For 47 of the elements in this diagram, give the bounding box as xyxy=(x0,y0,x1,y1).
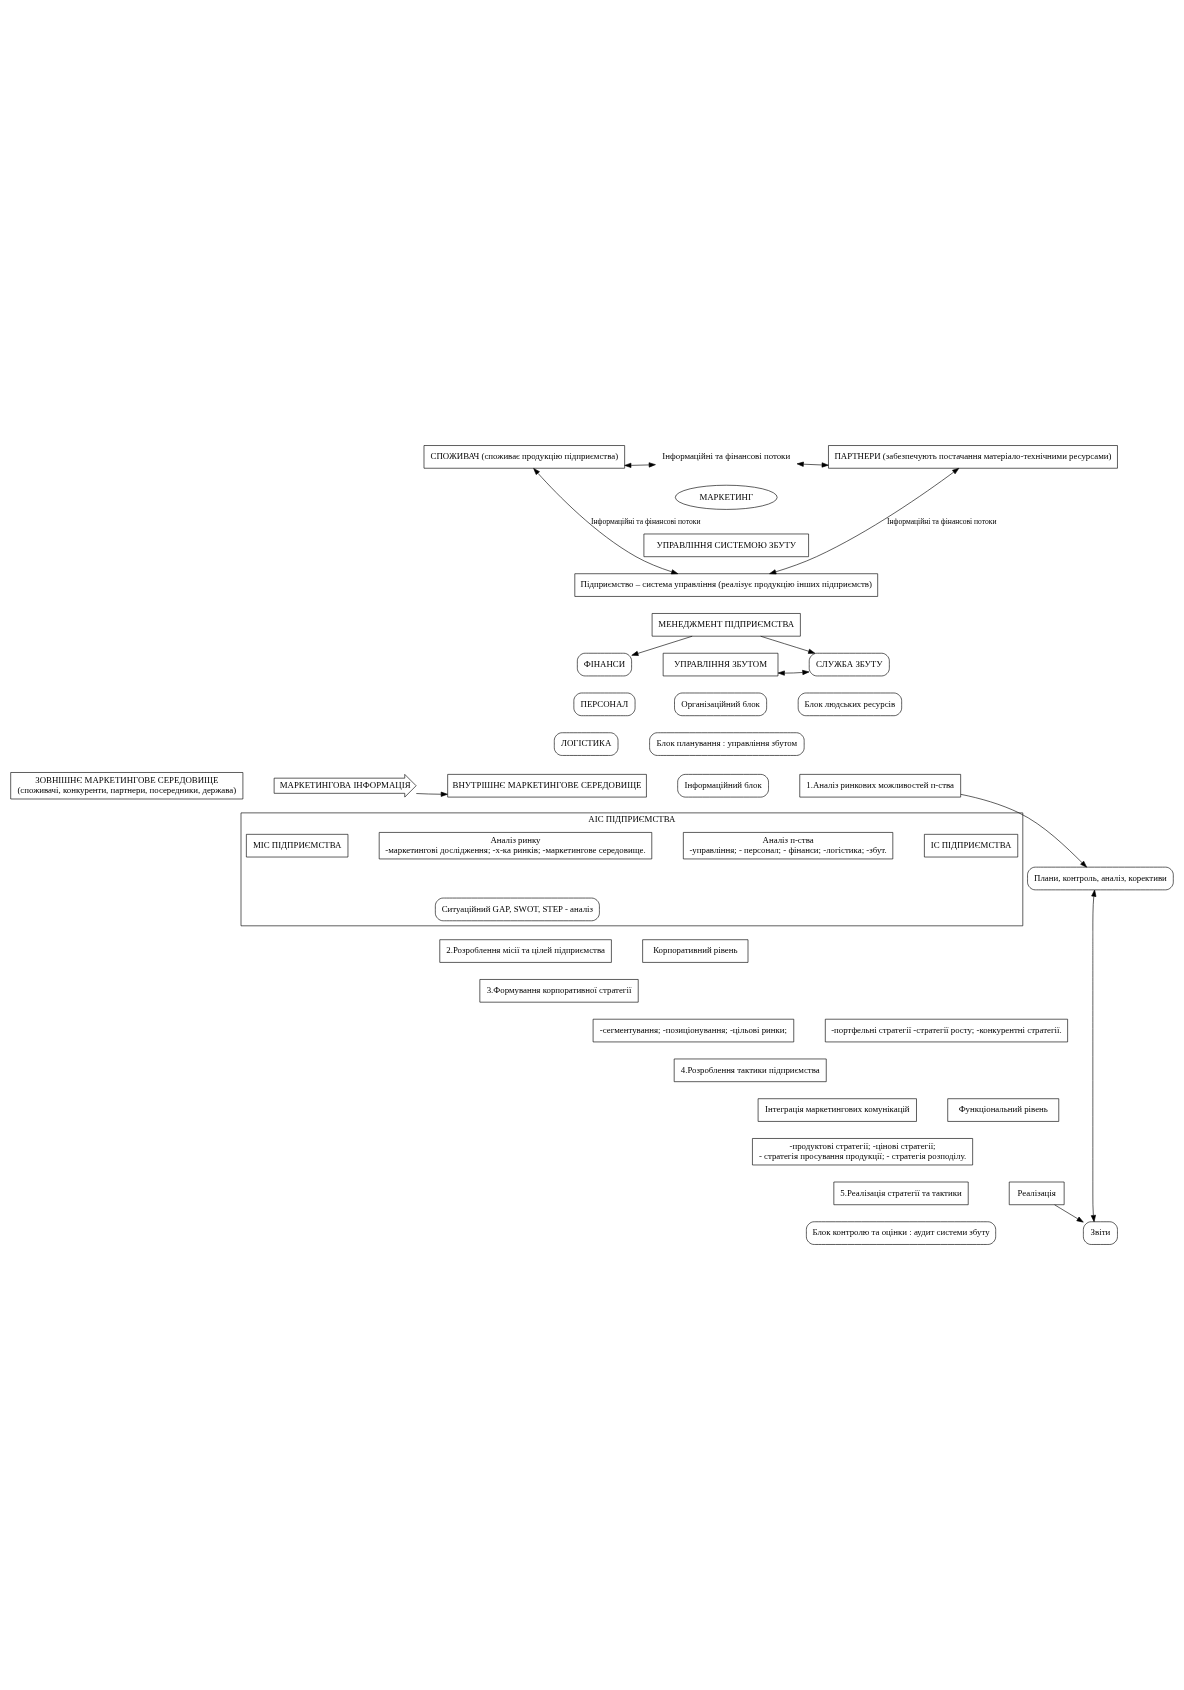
arrow xyxy=(416,791,448,797)
arrow xyxy=(1054,1204,1084,1223)
arrow xyxy=(624,462,656,468)
node-box: МІС ПІДПРИЄМСТВА xyxy=(246,834,349,858)
node-box: Блок планування : управління збутом xyxy=(649,732,805,756)
node-box: МЕНЕДЖМЕНТ ПІДПРИЄМСТВА xyxy=(651,613,801,637)
node-box: ІС ПІДПРИЄМСТВА xyxy=(924,834,1019,858)
node-box: 5.Реалізація стратегії та тактики xyxy=(833,1181,969,1206)
node-box: Інтеграція маркетингових комунікацій xyxy=(757,1098,917,1122)
node-box: Аналіз ринку -маркетингові дослідження; -х-ка ринків; -маркетингове середовище. xyxy=(378,832,653,860)
node-box: УПРАВЛІННЯ ЗБУТОМ xyxy=(662,652,779,677)
node-box: Звіти xyxy=(1083,1221,1118,1245)
node-box: Корпоративний рівень xyxy=(642,939,749,963)
node-ellipse: МАРКЕТИНГ xyxy=(675,484,778,510)
node-box: ФІНАНСИ xyxy=(577,652,632,677)
node-box: -сегментування; -позиціонування; -цільові ринки; xyxy=(592,1018,795,1043)
arrow xyxy=(796,461,829,468)
node-box: Функціональний рівень xyxy=(947,1098,1060,1122)
arrow xyxy=(1090,889,1097,1222)
node-box: Блок людських ресурсів xyxy=(797,692,902,716)
node-box: 3.Формування корпоративної стратегії xyxy=(479,979,639,1003)
arrow xyxy=(533,468,679,575)
node-box: ПЕРСОНАЛ xyxy=(573,692,636,716)
node-box: -продуктові стратегії; -цінові стратегії; - стратегія просування продукції; - стратегія розподілу. xyxy=(752,1138,973,1166)
node-box: 1.Аналіз ринкових можливостей п-ства xyxy=(799,774,961,798)
node-box: 2.Розроблення місії та цілей підприємства xyxy=(439,939,612,963)
node-box: Аналіз п-ства -управління; - персонал; - фінанси; -логістика; -збут. xyxy=(683,832,894,860)
arrow xyxy=(769,468,960,575)
node-box: СПОЖИВАЧ (споживає продукцію підприємства) xyxy=(423,445,625,469)
node-box: Організаційний блок xyxy=(674,692,767,716)
arrow xyxy=(777,669,810,676)
node-box: ПАРТНЕРИ (забезпечують постачання матеріало-технічними ресурсами) xyxy=(828,445,1118,469)
node-box: Ситуаційний GAP, SWOT, STEP - аналіз xyxy=(435,897,600,922)
node-box: ВНУТРІШНЄ МАРКЕТИНГОВЕ СЕРЕДОВИЩЕ xyxy=(447,774,647,798)
node-box: Підприємство – система управління (реалізує продукцію інших підприємств) xyxy=(574,573,878,597)
node-box: Інформаційний блок xyxy=(677,774,769,798)
node-box: ЗОВНІШНЄ МАРКЕТИНГОВЕ СЕРЕДОВИЩЕ (споживачі, конкуренти, партнери, посередники, держава) xyxy=(10,772,244,800)
arrow xyxy=(960,794,1087,868)
node-box: -портфельні стратегії -стратегії росту; -конкурентні стратегії. xyxy=(825,1018,1068,1043)
node-box: Блок контролю та оцінки : аудит системи збуту xyxy=(806,1221,996,1245)
node-box: УПРАВЛІННЯ СИСТЕМОЮ ЗБУТУ xyxy=(643,533,809,557)
node-box: Реалізація xyxy=(1008,1181,1065,1206)
node-box: ЛОГІСТИКА xyxy=(554,732,619,756)
node-text: Інформаційні та фінансові потоки xyxy=(662,451,791,462)
node-box: СЛУЖБА ЗБУТУ xyxy=(808,652,890,677)
node-box: 4.Розроблення тактики підприємства xyxy=(673,1058,827,1082)
node-box: Плани, контроль, аналіз, корективи xyxy=(1027,866,1174,891)
